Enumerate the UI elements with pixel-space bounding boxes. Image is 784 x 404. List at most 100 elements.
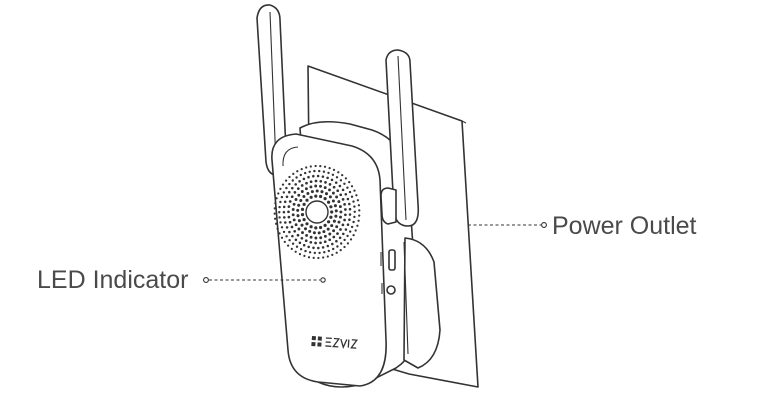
grille-hole <box>278 232 281 235</box>
grille-hole <box>291 208 295 211</box>
grille-hole <box>336 245 339 248</box>
grille-hole <box>356 199 360 202</box>
antenna-left <box>256 4 288 176</box>
grille-hole <box>304 187 308 191</box>
grille-hole <box>291 242 295 245</box>
grille-hole <box>323 234 327 238</box>
grille-hole <box>318 251 321 255</box>
grille-hole <box>290 247 293 251</box>
grille-hole <box>288 239 291 242</box>
grille-hole <box>341 198 345 201</box>
grille-hole <box>294 198 298 201</box>
grille-hole <box>348 190 352 194</box>
grille-hole <box>309 240 313 244</box>
grille-hole <box>300 184 304 187</box>
grille-hole <box>297 227 301 231</box>
grille-hole <box>298 180 301 183</box>
grille-hole <box>290 195 294 199</box>
grille-hole <box>305 233 309 237</box>
grille-hole <box>326 244 330 248</box>
grille-hole <box>278 211 281 214</box>
grille-hole <box>328 232 332 236</box>
grille-hole <box>332 185 336 189</box>
grille-hole <box>287 215 291 219</box>
grille-hole <box>279 200 282 204</box>
grille-hole <box>332 219 336 223</box>
grille-hole <box>284 221 287 224</box>
grille-hole <box>343 182 346 185</box>
grille-hole <box>317 256 320 260</box>
grille-hole <box>297 193 301 197</box>
grille-hole <box>285 226 289 229</box>
grille-hole <box>322 256 325 259</box>
grille-hole <box>293 191 297 194</box>
grille-hole <box>348 202 351 206</box>
grille-hole <box>302 243 306 247</box>
grille-hole <box>300 167 303 171</box>
grille-hole <box>273 207 276 210</box>
grille-hole <box>280 236 284 239</box>
grille-hole <box>309 185 313 189</box>
grille-hole <box>288 220 292 224</box>
grille-hole <box>339 179 343 182</box>
grille-hole <box>277 192 280 195</box>
grille-center <box>305 200 329 224</box>
grille-hole <box>344 193 348 196</box>
grille-hole <box>317 231 321 235</box>
grille-hole <box>308 170 311 173</box>
grille-hole <box>317 246 320 250</box>
grille-hole <box>303 227 308 231</box>
grille-hole <box>357 219 360 222</box>
grille-hole <box>309 235 313 239</box>
grille-hole <box>334 181 338 184</box>
grille-hole <box>326 176 329 180</box>
grille-hole <box>297 219 301 223</box>
grille-hole <box>326 255 329 258</box>
grille-hole <box>339 215 342 219</box>
grille-hole <box>299 248 303 251</box>
grille-hole <box>318 169 321 173</box>
grille-hole <box>316 174 320 178</box>
grille-hole <box>300 213 305 217</box>
grille-hole <box>346 186 349 189</box>
grille-hole <box>337 220 341 224</box>
grille-hole <box>353 215 356 219</box>
grille-hole <box>282 210 286 214</box>
grille-hole <box>348 207 352 211</box>
grille-hole <box>333 204 337 208</box>
grille-hole <box>294 183 297 186</box>
grille-hole <box>287 210 290 214</box>
grille-hole <box>308 251 312 254</box>
grille-hole <box>357 204 361 207</box>
grille-hole <box>302 177 306 181</box>
grille-hole <box>343 218 346 222</box>
grille-hole <box>314 241 317 245</box>
grille-hole <box>323 240 327 244</box>
grille-hole <box>300 190 304 193</box>
grille-hole <box>305 166 308 169</box>
grille-hole <box>299 173 302 177</box>
grille-hole <box>332 229 336 233</box>
grille-hole <box>322 230 326 234</box>
grille-hole <box>299 198 303 203</box>
grille-hole <box>346 234 349 238</box>
grille-hole <box>279 221 282 224</box>
grille-hole <box>296 214 300 218</box>
grille-hole <box>341 188 345 192</box>
grille-hole <box>312 174 315 178</box>
grille-hole <box>302 202 306 206</box>
grille-hole <box>309 165 312 168</box>
grille-hole <box>298 241 302 245</box>
callout-power-leader <box>468 222 547 228</box>
grille-hole <box>305 222 309 226</box>
grille-hole <box>314 164 317 168</box>
grille-hole <box>326 227 330 231</box>
grille-hole <box>300 236 304 240</box>
grille-hole <box>274 202 277 205</box>
grille-hole <box>309 225 313 229</box>
grille-hole <box>327 200 331 204</box>
grille-hole <box>310 190 314 194</box>
grille-hole <box>294 223 298 227</box>
grille-hole <box>297 203 301 207</box>
grille-hole <box>314 184 318 188</box>
